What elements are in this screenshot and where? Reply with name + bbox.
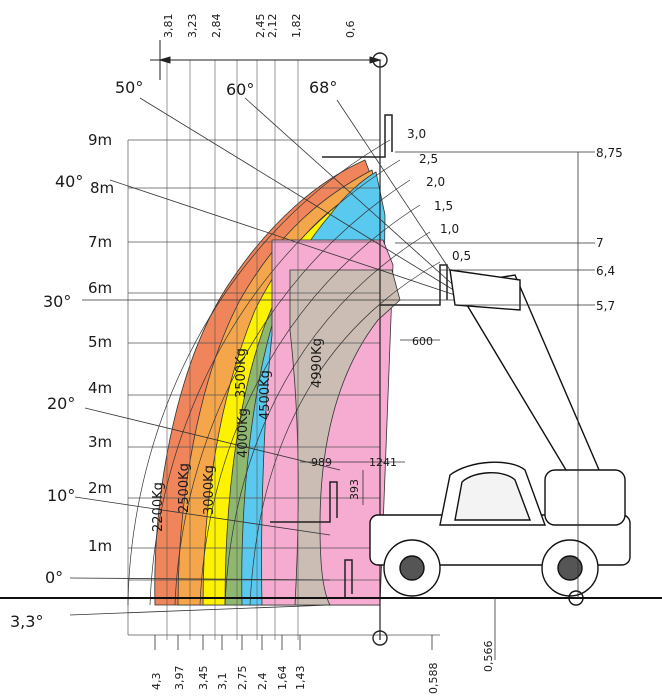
extension-label: 2,5: [419, 152, 438, 166]
angle-label-68: 68°: [309, 78, 337, 97]
cab-window: [454, 472, 532, 521]
extension-label: 1,0: [440, 222, 459, 236]
load-zone-label: 4990Kg: [310, 338, 325, 388]
angle-label-60: 60°: [226, 80, 254, 99]
top-dimension-label: 0,6: [344, 21, 357, 39]
bottom-dimension-label: 3,45: [197, 666, 210, 691]
angle-label-30: 30°: [43, 292, 71, 311]
right-dimension-label: 8,75: [596, 146, 623, 160]
height-label: 3m: [88, 433, 112, 451]
vertical-dimension-guides: [166, 60, 381, 640]
height-label: 1m: [88, 537, 112, 555]
top-dimension-line: [150, 40, 382, 80]
telehandler: [369, 269, 631, 606]
load-zones: [154, 159, 401, 606]
right-dimension-labels: 8,75 7 6,4 5,7: [596, 146, 623, 313]
bottom-dimension-label: 0,588: [427, 663, 440, 695]
height-label: 9m: [88, 131, 112, 149]
height-label: 7m: [88, 233, 112, 251]
engine-hood: [544, 469, 626, 526]
right-dimension-lines: [395, 151, 595, 660]
boom-pivot-top-marker: [372, 52, 388, 68]
top-dimension-labels: 3,81 3,23 2,84 2,45 2,12 1,82 0,6: [162, 14, 357, 39]
bottom-dimension-label: 3,97: [173, 666, 186, 691]
load-zone-label: 3500Kg: [234, 348, 249, 398]
bottom-dimension-label: 3,1: [216, 673, 229, 691]
angle-label-20: 20°: [47, 394, 75, 413]
angle-rays: [69, 97, 471, 616]
extension-labels: 3,0 2,5 2,0 1,5 1,0 0,5: [407, 127, 471, 263]
extension-label: 2,0: [426, 175, 445, 189]
fork-dimension-label: 989: [311, 456, 332, 469]
rear-wheel-hub: [557, 555, 583, 581]
angle-label-0: 0°: [45, 568, 63, 587]
load-zone-label: 4000Kg: [236, 408, 251, 458]
load-zone-label: 3000Kg: [202, 465, 217, 515]
bottom-dimension-ticks: [154, 635, 433, 650]
load-zone-label: 2500Kg: [177, 463, 192, 513]
fork-dimension-labels: 600 989 1241 393: [311, 335, 433, 500]
extension-arcs: [127, 139, 441, 606]
height-label: 5m: [88, 333, 112, 351]
extension-label: 3,0: [407, 127, 426, 141]
angle-label-3-3: 3,3°: [10, 612, 43, 631]
bottom-dimension-label: 2,75: [236, 666, 249, 691]
load-zone-label: 4500Kg: [258, 370, 273, 420]
angle-labels: 68° 60° 50° 40° 30° 20° 10° 0° 3,3°: [10, 78, 337, 631]
bottom-dimension-label: 1,64: [276, 666, 289, 691]
top-dimension-label: 2,84: [210, 14, 223, 39]
load-zone-labels: 2200Kg 2500Kg 3000Kg 3500Kg 4000Kg 4500K…: [151, 338, 325, 532]
fork-dimension-label: 393: [348, 479, 361, 500]
rear-wheel-bottom-marker: [568, 590, 584, 606]
height-label: 8m: [90, 179, 114, 197]
height-label: 2m: [88, 479, 112, 497]
height-axis-labels: 9m 8m 7m 6m 5m 4m 3m 2m 1m: [88, 131, 114, 555]
top-dimension-label: 2,12: [266, 14, 279, 39]
angle-label-50: 50°: [115, 78, 143, 97]
fork-dimension-label: 600: [412, 335, 433, 348]
bottom-dimension-label: 1,43: [294, 666, 307, 691]
height-label: 4m: [88, 379, 112, 397]
boom-pivot-bottom-marker: [372, 630, 388, 646]
bottom-dimension-label: 4,3: [150, 673, 163, 691]
right-dimension-label: 6,4: [596, 264, 615, 278]
fork-dimension-lines: [300, 339, 440, 505]
right-dimension-label: 5,7: [596, 299, 615, 313]
bottom-dimension-labels: 4,3 3,97 3,45 3,1 2,75 2,4 1,64 1,43 0,5…: [150, 641, 495, 695]
boom-head: [449, 269, 521, 311]
top-dimension-label: 3,81: [162, 14, 175, 39]
angle-label-40: 40°: [55, 172, 83, 191]
top-dimension-label: 3,23: [186, 14, 199, 39]
height-label: 6m: [88, 279, 112, 297]
ground-clearance-label: 0,566: [482, 641, 495, 673]
bottom-dimension-label: 2,4: [256, 673, 269, 691]
fork-dimension-label: 1241: [369, 456, 397, 469]
height-grid: [127, 139, 440, 636]
load-zone-label: 2200Kg: [151, 482, 166, 532]
extension-label: 1,5: [434, 199, 453, 213]
top-dimension-label: 1,82: [290, 14, 303, 39]
front-wheel-hub: [399, 555, 425, 581]
right-dimension-label: 7: [596, 236, 604, 250]
angle-label-10: 10°: [47, 486, 75, 505]
extension-label: 0,5: [452, 249, 471, 263]
top-dimension-label: 2,45: [254, 14, 267, 39]
